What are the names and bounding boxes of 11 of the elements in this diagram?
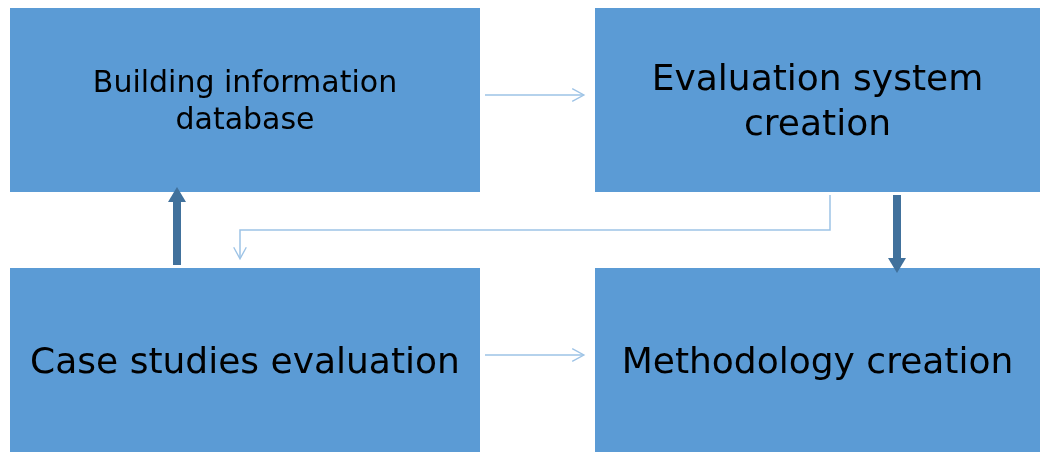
box-label: Case studies evaluation — [30, 338, 460, 383]
process-box — [10, 268, 480, 452]
box-label: Methodology creation — [621, 338, 1014, 383]
arrow — [484, 348, 585, 362]
box-label: Building information database — [91, 62, 399, 138]
box-label: Evaluation system creation — [650, 56, 985, 145]
arrow — [233, 194, 831, 260]
process-box — [595, 8, 1040, 192]
process-box — [10, 8, 480, 192]
process-box — [595, 268, 1040, 452]
arrow — [484, 88, 585, 102]
